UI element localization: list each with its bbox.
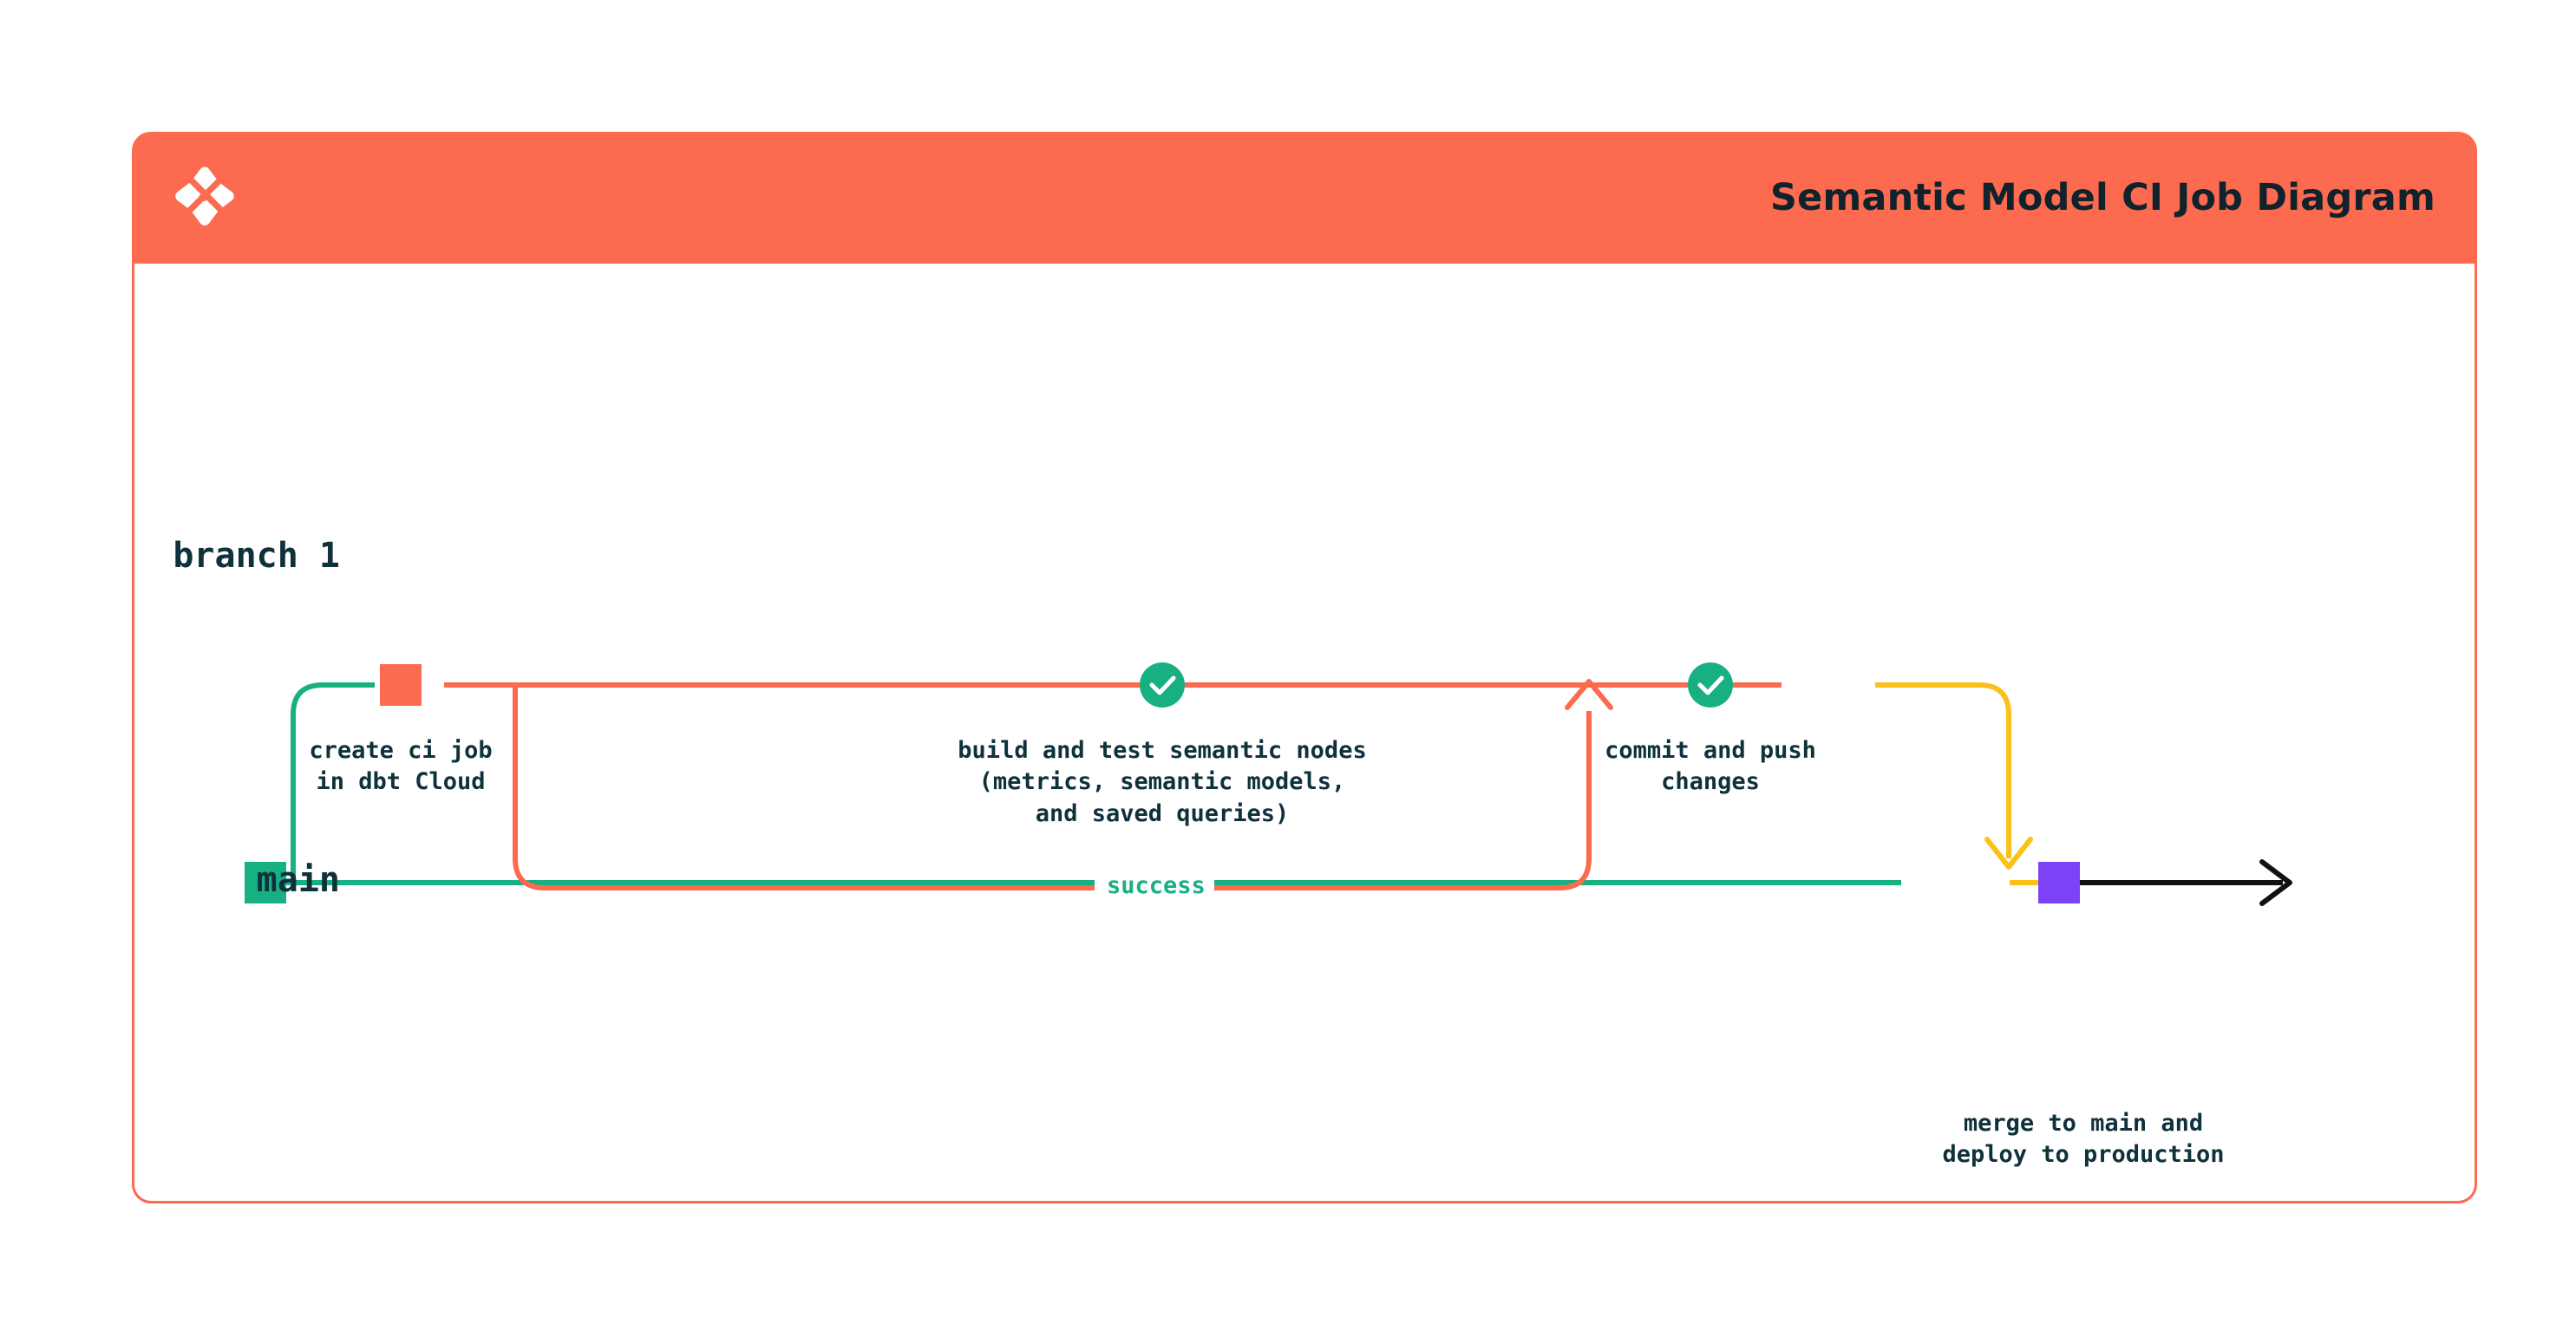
merge-arrow-icon — [1984, 837, 2033, 870]
main-continuation-arrow-icon — [2059, 859, 2292, 906]
edge-label-success: success — [1095, 872, 1214, 899]
lane-label-branch-1: branch 1 — [173, 536, 340, 576]
success-loop-edge — [513, 687, 1592, 890]
diagram-svg — [245, 662, 2292, 906]
diagram-card-header: Semantic Model CI Job Diagram — [132, 132, 2477, 264]
build-and-test-node-marker — [1140, 662, 1185, 708]
success-arrow-icon — [1565, 679, 1613, 710]
page-title: Semantic Model CI Job Diagram — [1769, 176, 2435, 219]
create-ci-job-node-marker — [380, 664, 422, 706]
lane-label-main: main — [256, 860, 340, 900]
node-label-create-ci-job: create ci job in dbt Cloud — [309, 737, 493, 796]
diagram-card-border — [132, 260, 2477, 1203]
node-label-commit-and-push: commit and push changes — [1605, 737, 1816, 796]
dbt-logo-icon — [168, 160, 241, 232]
node-label-build-and-test: build and test semantic nodes (metrics, … — [958, 737, 1367, 827]
node-label-merge-to-main: merge to main and deploy to production — [1942, 1110, 2225, 1169]
main-start-node-marker — [245, 862, 286, 903]
commit-and-push-node-marker — [1688, 662, 1733, 708]
diagram-card — [132, 132, 2477, 1203]
git-flow-diagram: branch 1 main create ci job in dbt Cloud… — [132, 260, 2477, 1203]
merge-to-main-node-marker — [2038, 862, 2080, 903]
